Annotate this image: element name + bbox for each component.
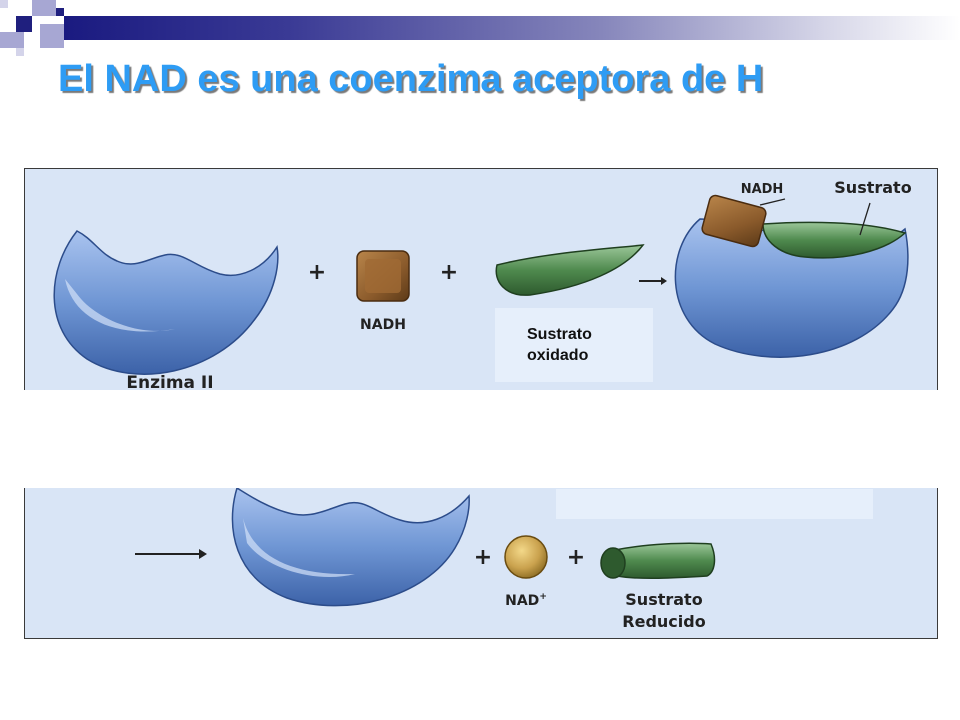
- nadh-label: NADH: [360, 317, 406, 333]
- complex-nadh-cube: [701, 194, 767, 248]
- plus-sign-1: +: [308, 260, 326, 285]
- substrate-reduced-end: [600, 547, 626, 579]
- corner-square-lavender-2: [0, 32, 24, 48]
- nad-plus-label: NAD+: [505, 592, 547, 609]
- complex-substrate-pointer: [859, 202, 871, 236]
- corner-square-lavender-3: [40, 24, 64, 48]
- plus-sign-2: +: [440, 260, 458, 285]
- nadh-cube-face: [365, 259, 401, 293]
- reaction-diagram-top: Enzima II + NADH + NADH Sustrato: [53, 178, 912, 390]
- substrate-oxidized-caption-box: Sustrato oxidado: [495, 308, 653, 382]
- enzyme-free-highlight: [243, 518, 355, 578]
- product-label-line-1: Sustrato: [625, 590, 702, 609]
- substrate-oxidized-shape: [495, 244, 645, 296]
- enzyme-shape: [53, 230, 279, 375]
- complex-nadh-pointer: [759, 198, 786, 206]
- corner-square-navy-1: [16, 16, 32, 32]
- enzyme-label: Enzima II: [126, 373, 213, 390]
- corner-square-light-1: [0, 0, 8, 8]
- corner-square-navy-2: [56, 8, 64, 16]
- plus-sign-4: +: [567, 545, 585, 570]
- complex-nadh-label: NADH: [741, 182, 784, 197]
- reaction-diagram-bottom: + NAD+ + Sustrato Reducido: [135, 488, 716, 631]
- slide-title: El NAD es una coenzima aceptora de H: [58, 58, 764, 100]
- reaction-panel-top: Enzima II + NADH + NADH Sustrato: [24, 168, 938, 390]
- blank-overlay-box: [556, 489, 873, 519]
- complex-substrate-label: Sustrato: [834, 178, 911, 197]
- plus-sign-3: +: [474, 545, 492, 570]
- corner-square-light-2: [16, 48, 24, 56]
- reaction-arrow-bottom-head: [199, 549, 207, 559]
- reaction-arrow-top-head: [661, 277, 667, 285]
- enzyme-highlight: [65, 279, 175, 332]
- reaction-panel-bottom: + NAD+ + Sustrato Reducido: [24, 488, 938, 639]
- product-label-line-2: Reducido: [622, 612, 705, 631]
- complex-substrate-shape: [762, 221, 907, 259]
- corner-square-lavender-1: [32, 0, 56, 16]
- header-gradient-bar: [64, 16, 960, 40]
- enzyme-free-shape: [231, 488, 470, 607]
- caption-line-1: Sustrato: [527, 326, 592, 343]
- nad-plus-sphere: [504, 535, 548, 579]
- caption-line-2: oxidado: [527, 347, 589, 364]
